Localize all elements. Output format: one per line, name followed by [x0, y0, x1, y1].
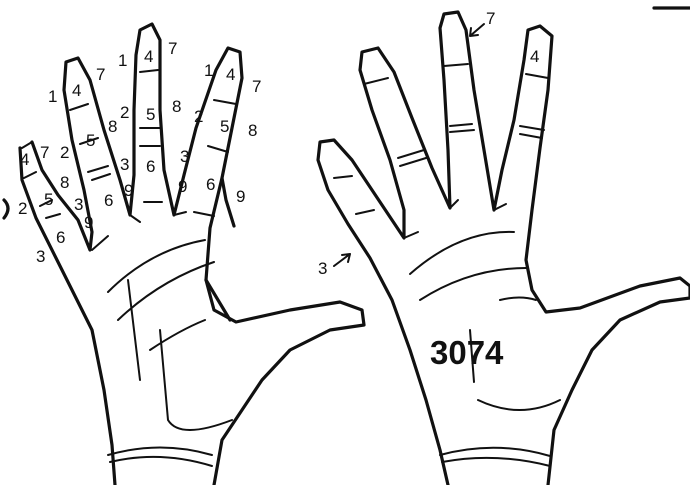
- left-middle-left-label: 2: [120, 103, 129, 122]
- right-hand-outline: [318, 12, 690, 485]
- left-middle-segment-label: 6: [146, 157, 155, 176]
- left-middle-segment-label: 5: [146, 105, 155, 124]
- left-pinky-left-label: 3: [36, 247, 45, 266]
- left-middle-segment-label: 4: [144, 47, 153, 66]
- right-ring-marker-arrow: [470, 24, 484, 36]
- left-middle-left-label: 1: [118, 51, 127, 70]
- right-palm-creases: [410, 232, 560, 410]
- left-ring-labels: 1 4 7 2 5 8 3 6 9: [48, 65, 117, 232]
- left-index-segment-label: 6: [206, 175, 215, 194]
- right-hand-labels: 7 4 3 3074: [318, 9, 539, 371]
- right-wrist-lines: [440, 448, 550, 466]
- left-index-left-label: 2: [194, 107, 203, 126]
- left-index-left-label: 1: [204, 61, 213, 80]
- left-pinky-right-label: 7: [40, 143, 49, 162]
- left-index-right-label: 8: [248, 121, 257, 140]
- right-ring-marker-label: 7: [486, 9, 495, 28]
- left-index-segment-label: 5: [220, 117, 229, 136]
- palm-number: 3074: [430, 334, 504, 371]
- left-ring-right-label: 9: [84, 213, 93, 232]
- left-middle-labels: 1 4 7 2 5 8 3 6 9: [118, 39, 181, 200]
- left-ring-left-label: 1: [48, 87, 57, 106]
- left-index-right-label: 7: [252, 77, 261, 96]
- left-middle-right-label: 7: [168, 39, 177, 58]
- left-pinky-top-label: 4: [20, 150, 29, 169]
- left-middle-right-label: 9: [124, 181, 133, 200]
- left-ring-segment-label: 5: [86, 131, 95, 150]
- right-index-segment-label: 4: [530, 47, 539, 66]
- right-hand: [318, 8, 690, 485]
- left-ring-right-label: 7: [96, 65, 105, 84]
- left-ring-left-label: 3: [74, 195, 83, 214]
- left-pinky-segment-label: 6: [56, 228, 65, 247]
- left-index-left-label: 3: [180, 147, 189, 166]
- left-edge-mark: [4, 200, 8, 218]
- left-pinky-left-label: 2: [18, 199, 27, 218]
- left-hand: [4, 24, 364, 485]
- left-ring-left-label: 2: [60, 143, 69, 162]
- left-index-segment-label: 4: [226, 65, 235, 84]
- left-wrist-lines: [108, 448, 212, 467]
- right-pinky-marker-label: 3: [318, 259, 327, 278]
- left-palm-creases: [108, 240, 232, 430]
- left-index-right-label: 9: [236, 187, 245, 206]
- left-ring-segment-label: 6: [104, 191, 113, 210]
- left-middle-left-label: 3: [120, 155, 129, 174]
- left-ring-segment-label: 4: [72, 81, 81, 100]
- left-pinky-right-label: 8: [60, 173, 69, 192]
- left-middle-right-label: 8: [172, 97, 181, 116]
- right-pinky-marker-arrow: [334, 254, 350, 266]
- left-ring-right-label: 8: [108, 117, 117, 136]
- left-index-left-label: 9: [178, 177, 187, 196]
- left-pinky-segment-label: 5: [44, 190, 53, 209]
